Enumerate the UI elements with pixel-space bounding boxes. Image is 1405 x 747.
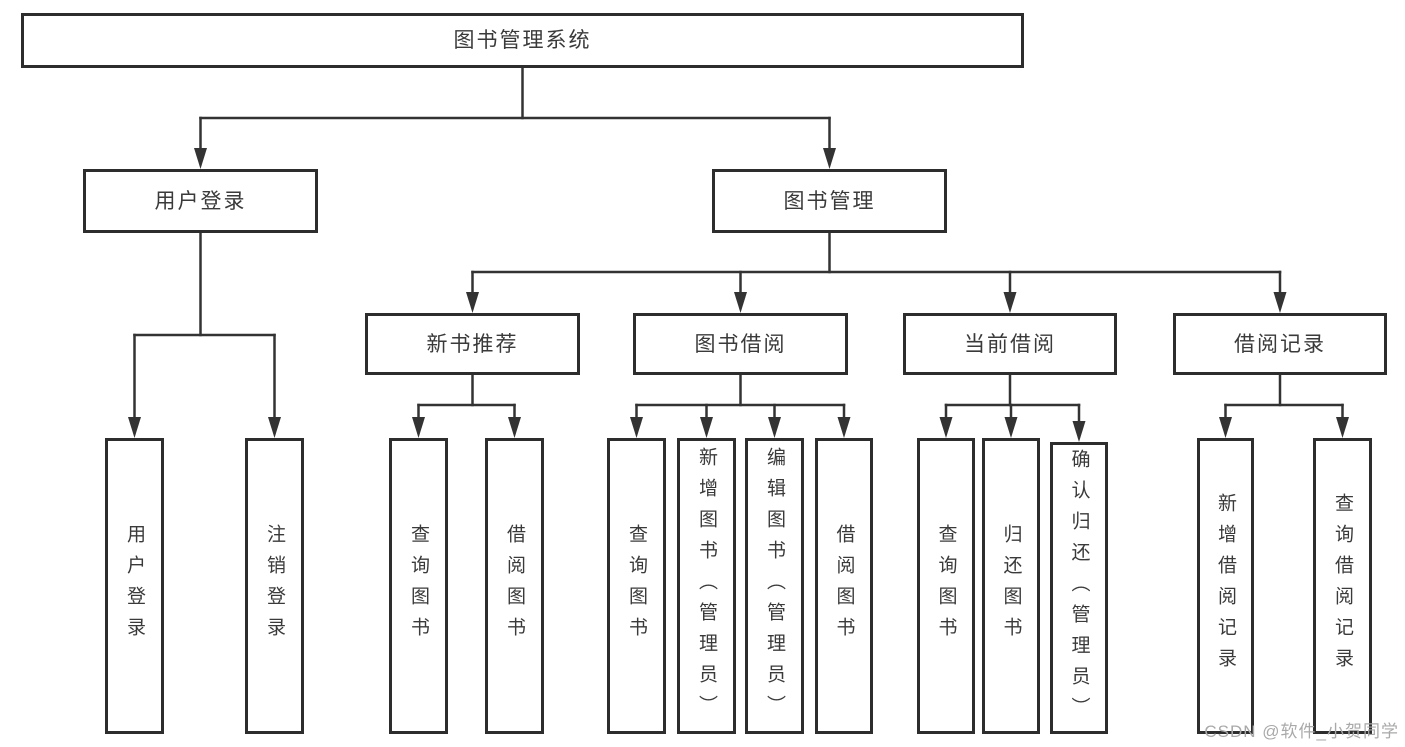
node-label: 查询借阅记录 (1332, 493, 1353, 679)
node-leaf-br-query: 查询借阅记录 (1313, 438, 1372, 734)
node-leaf-logout: 注销登录 (245, 438, 304, 734)
node-leaf-cb-return: 归还图书 (982, 438, 1040, 734)
arrowhead-icon (1003, 292, 1017, 313)
node-label: 确认归还（管理员） (1068, 448, 1090, 728)
node-label: 借阅图书 (504, 524, 525, 648)
arrowhead-icon (508, 417, 521, 438)
node-label: 用户登录 (154, 189, 247, 213)
node-label: 用户登录 (124, 524, 145, 648)
node-label: 新增借阅记录 (1215, 493, 1236, 679)
arrowhead-icon (939, 417, 953, 438)
arrowhead-icon (268, 417, 281, 438)
node-leaf-bb-query: 查询图书 (607, 438, 666, 734)
node-leaf-user-login: 用户登录 (105, 438, 164, 734)
arrowhead-icon (194, 148, 207, 169)
node-label: 借阅记录 (1234, 332, 1326, 356)
arrowhead-icon (1336, 417, 1349, 438)
node-new-book-rec: 新书推荐 (365, 313, 580, 375)
node-label: 借阅图书 (833, 524, 855, 648)
node-label: 归还图书 (1000, 524, 1022, 648)
arrowhead-icon (1004, 417, 1018, 438)
node-root: 图书管理系统 (21, 13, 1024, 68)
node-label: 注销登录 (264, 524, 285, 648)
node-leaf-br-add: 新增借阅记录 (1197, 438, 1254, 734)
arrowhead-icon (1219, 417, 1232, 438)
node-book-mgmt: 图书管理 (712, 169, 947, 233)
node-book-borrowing: 图书借阅 (633, 313, 848, 375)
arrowhead-icon (630, 417, 643, 438)
node-leaf-nbr-borrow: 借阅图书 (485, 438, 544, 734)
node-label: 查询图书 (408, 524, 429, 648)
arrowhead-icon (466, 292, 479, 313)
node-label: 图书管理 (783, 189, 876, 213)
arrowhead-icon (823, 148, 836, 169)
arrowhead-icon (837, 417, 851, 438)
node-label: 新增图书（管理员） (696, 446, 717, 726)
node-leaf-cb-query: 查询图书 (917, 438, 975, 734)
node-leaf-cb-confirm: 确认归还（管理员） (1050, 442, 1108, 734)
node-leaf-bb-add: 新增图书（管理员） (677, 438, 736, 734)
node-label: 当前借阅 (964, 332, 1056, 356)
arrowhead-icon (1273, 292, 1287, 313)
node-current-borrowing: 当前借阅 (903, 313, 1117, 375)
node-leaf-bb-borrow: 借阅图书 (815, 438, 873, 734)
arrowhead-icon (768, 417, 781, 438)
arrowhead-icon (128, 417, 141, 438)
node-label: 查询图书 (935, 524, 957, 648)
node-leaf-nbr-query: 查询图书 (389, 438, 448, 734)
arrowhead-icon (1072, 421, 1086, 442)
arrowhead-icon (700, 417, 713, 438)
arrowhead-icon (734, 292, 747, 313)
node-label: 图书借阅 (694, 332, 787, 356)
node-label: 图书管理系统 (453, 29, 592, 52)
watermark-text: CSDN @软件_小贺同学 (1204, 722, 1399, 741)
node-leaf-bb-edit: 编辑图书（管理员） (745, 438, 804, 734)
node-user-login: 用户登录 (83, 169, 318, 233)
arrowhead-icon (412, 417, 425, 438)
node-label: 查询图书 (626, 524, 647, 648)
node-label: 新书推荐 (426, 332, 519, 356)
node-label: 编辑图书（管理员） (764, 446, 785, 726)
node-borrowing-records: 借阅记录 (1173, 313, 1387, 375)
